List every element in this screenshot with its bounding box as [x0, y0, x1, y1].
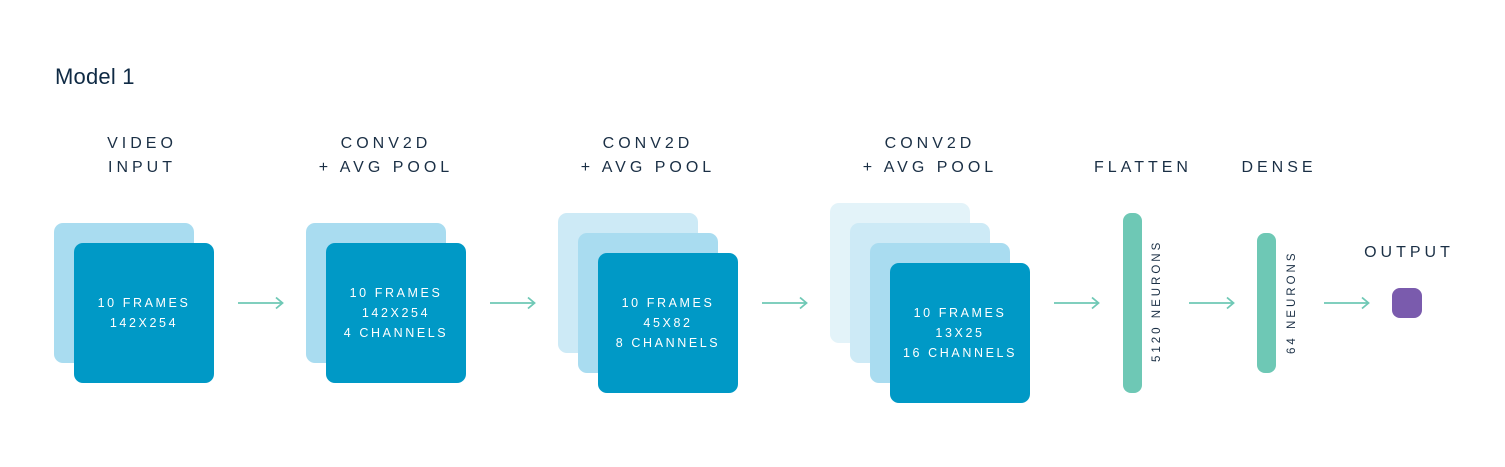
dense-neurons-label: 64 NEURONS: [1286, 250, 1298, 355]
stage-1-line-2: 142X254: [109, 316, 179, 330]
stage-2-line-1: 10 FRAMES: [349, 286, 443, 300]
flatten-neurons-bar: [1123, 213, 1142, 393]
stage-1-heading: VIDEO INPUT: [84, 132, 200, 180]
stage-1-front-layer: 10 FRAMES 142X254: [74, 243, 214, 383]
stage-2-front-layer: 10 FRAMES 142X254 4 CHANNELS: [326, 243, 466, 383]
stage-3-line-3: 8 CHANNELS: [615, 336, 721, 350]
arrow-3-icon: [762, 296, 808, 310]
stage-3-line-2: 45X82: [643, 316, 693, 330]
stage-4-line-2: 13X25: [935, 326, 985, 340]
stage-3-heading: CONV2D + AVG POOL: [568, 132, 728, 180]
stage-1-line-1: 10 FRAMES: [97, 296, 191, 310]
dense-neurons-bar: [1257, 233, 1276, 373]
stage-2-line-2: 142X254: [361, 306, 431, 320]
diagram-title: Model 1: [55, 64, 135, 89]
arrow-4-icon: [1054, 296, 1100, 310]
stage-4-heading: CONV2D + AVG POOL: [850, 132, 1010, 180]
stage-4-front-layer: 10 FRAMES 13X25 16 CHANNELS: [890, 263, 1030, 403]
arrow-2-icon: [490, 296, 536, 310]
stage-2-heading-line-2: + AVG POOL: [318, 159, 454, 176]
stage-4-heading-line-2: + AVG POOL: [862, 159, 998, 176]
arrow-6-icon: [1324, 296, 1370, 310]
arrow-5-icon: [1189, 296, 1235, 310]
output-heading: OUTPUT: [1364, 244, 1454, 261]
stage-4-line-1: 10 FRAMES: [913, 306, 1007, 320]
flatten-heading: FLATTEN: [1094, 159, 1192, 176]
stage-3-heading-line-1: CONV2D: [602, 135, 694, 152]
stage-4-line-3: 16 CHANNELS: [902, 346, 1018, 360]
stage-2-heading: CONV2D + AVG POOL: [306, 132, 466, 180]
stage-4-heading-line-1: CONV2D: [884, 135, 976, 152]
dense-heading: DENSE: [1241, 159, 1317, 176]
stage-3-front-layer: 10 FRAMES 45X82 8 CHANNELS: [598, 253, 738, 393]
flatten-neurons-label: 5120 NEURONS: [1151, 239, 1163, 362]
stage-3-heading-line-2: + AVG POOL: [580, 159, 716, 176]
stage-2-line-3: 4 CHANNELS: [343, 326, 449, 340]
stage-2-heading-line-1: CONV2D: [340, 135, 432, 152]
stage-1-heading-line-2: INPUT: [108, 159, 176, 176]
output-node: [1392, 288, 1422, 318]
arrow-1-icon: [238, 296, 284, 310]
stage-1-heading-line-1: VIDEO: [107, 135, 177, 152]
stage-3-line-1: 10 FRAMES: [621, 296, 715, 310]
